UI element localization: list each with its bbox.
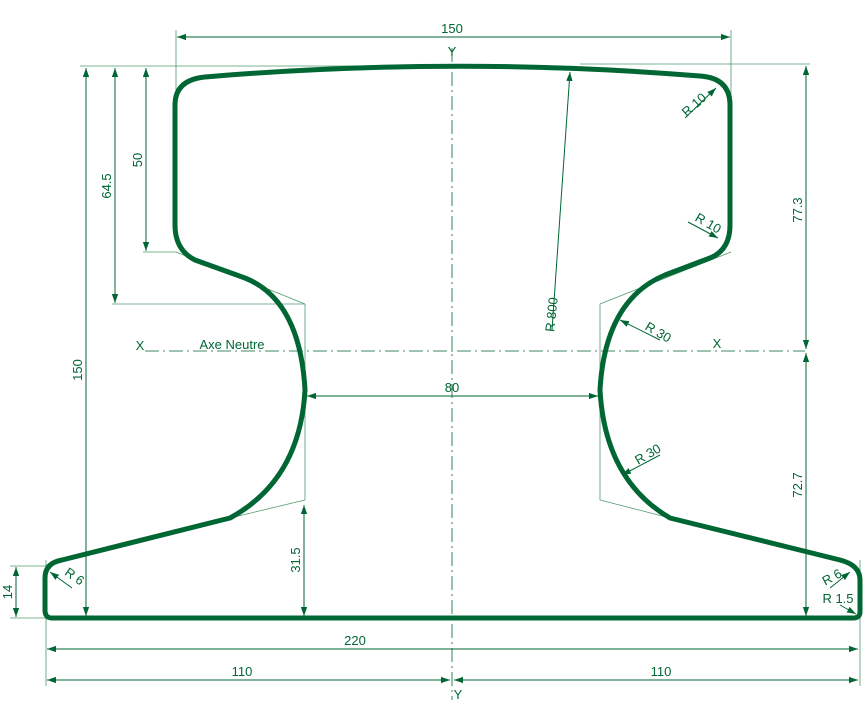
radius-head-corner: R 10 <box>679 90 709 120</box>
dim-total-height: 150 <box>70 359 85 381</box>
dim-foot-width: 220 <box>344 633 366 648</box>
dim-head-50: 50 <box>130 153 145 167</box>
rail-profile-outline <box>42 63 863 621</box>
x-axis-label-left: X <box>136 338 145 353</box>
radius-foot-edge: R 1.5 <box>822 591 853 606</box>
y-axis-label-top: Y <box>448 44 457 59</box>
dim-half-right: 110 <box>651 664 672 679</box>
radius-top: R 800 <box>542 296 561 332</box>
dim-lower-72-7: 72.7 <box>790 472 805 497</box>
dim-head-width: 150 <box>441 21 463 36</box>
dim-head-64-5: 64.5 <box>99 173 114 198</box>
neutral-axis-label: Axe Neutre <box>199 337 264 352</box>
dim-base-31-5: 31.5 <box>288 547 303 572</box>
x-axis-label-right: X <box>713 336 722 351</box>
dim-web-width: 80 <box>445 380 459 395</box>
dim-upper-77-3: 77.3 <box>790 197 805 222</box>
dimension-lines <box>12 33 858 684</box>
radius-foot-left: R 6 <box>62 564 87 588</box>
y-axis-label-bottom: Y <box>454 687 463 702</box>
dim-half-left: 110 <box>232 664 253 679</box>
radius-web-lower: R 30 <box>632 441 663 468</box>
radius-web-upper: R 30 <box>643 319 674 346</box>
dim-foot-edge: 14 <box>0 585 15 599</box>
radius-foot-right: R 6 <box>819 566 844 589</box>
